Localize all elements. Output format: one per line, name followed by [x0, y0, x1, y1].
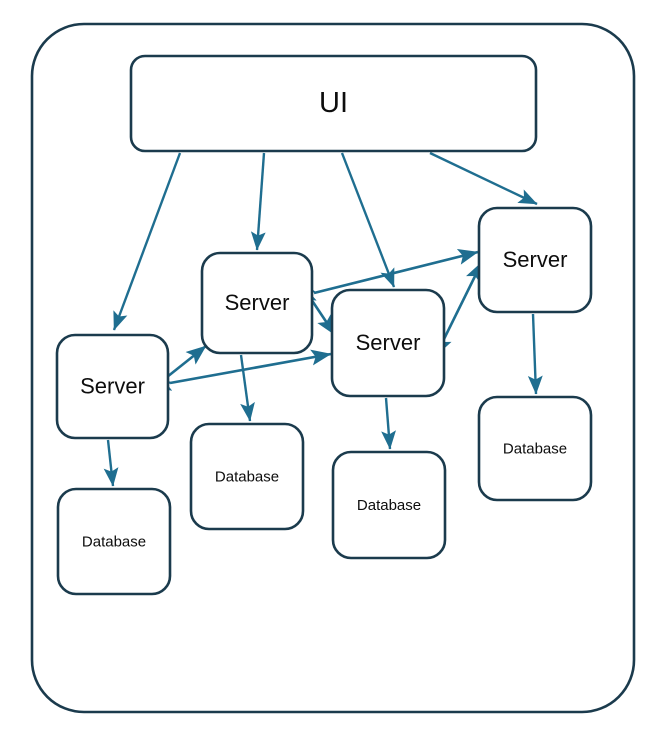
node-box-database1[interactable] [56, 487, 172, 596]
edge-ui-to-server4 [429, 151, 538, 206]
node-label-database1: Database [82, 533, 146, 550]
node-box-server2[interactable] [200, 251, 314, 355]
node-label-server3: Server [356, 330, 421, 355]
edge-server3-server4 [435, 261, 484, 357]
node-label-server1: Server [80, 373, 145, 398]
node-box-server1[interactable] [55, 333, 170, 440]
edge-server4-to-database4 [527, 313, 543, 395]
node-label-database3: Database [357, 497, 421, 514]
node-label-ui: UI [319, 87, 348, 119]
node-server1[interactable]: Server [55, 333, 170, 440]
node-layer: UIServerServerServerServerDatabaseDataba… [55, 54, 593, 596]
node-box-database4[interactable] [477, 395, 593, 502]
node-database2[interactable]: Database [189, 422, 305, 531]
node-label-database4: Database [503, 440, 567, 457]
edge-server2-to-database2 [239, 354, 255, 422]
node-ui[interactable]: UI [129, 54, 538, 153]
node-server3[interactable]: Server [330, 288, 446, 398]
node-label-server2: Server [225, 290, 290, 315]
node-box-server3[interactable] [330, 288, 446, 398]
node-database3[interactable]: Database [331, 450, 447, 560]
edge-layer [103, 151, 543, 487]
node-box-ui[interactable] [129, 54, 538, 153]
edge-ui-to-server1 [112, 152, 182, 331]
edge-ui-to-server2 [250, 152, 266, 251]
node-database1[interactable]: Database [56, 487, 172, 596]
node-box-database2[interactable] [189, 422, 305, 531]
node-label-database2: Database [215, 468, 279, 485]
node-database4[interactable]: Database [477, 395, 593, 502]
node-server2[interactable]: Server [200, 251, 314, 355]
edge-server2-server3 [298, 279, 337, 336]
edge-server2-server4 [295, 248, 479, 301]
node-box-database3[interactable] [331, 450, 447, 560]
node-label-server4: Server [503, 247, 568, 272]
node-server4[interactable]: Server [477, 206, 593, 314]
edge-server1-server3 [150, 349, 332, 391]
edge-server3-to-database3 [381, 397, 396, 450]
node-box-server4[interactable] [477, 206, 593, 314]
edge-server1-to-database1 [103, 439, 119, 487]
